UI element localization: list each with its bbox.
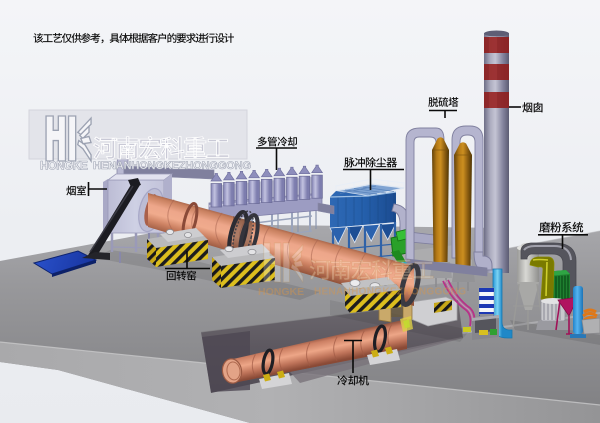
svg-text:HONGKE: HONGKE — [40, 161, 88, 173]
svg-text:HENANHONGKEZHONGGONG: HENANHONGKEZHONGGONG — [93, 160, 251, 172]
svg-text:HENANHONGKEZHONGGONG: HENANHONGKEZHONGGONG — [314, 287, 466, 298]
svg-text:HONGKE: HONGKE — [258, 286, 304, 298]
